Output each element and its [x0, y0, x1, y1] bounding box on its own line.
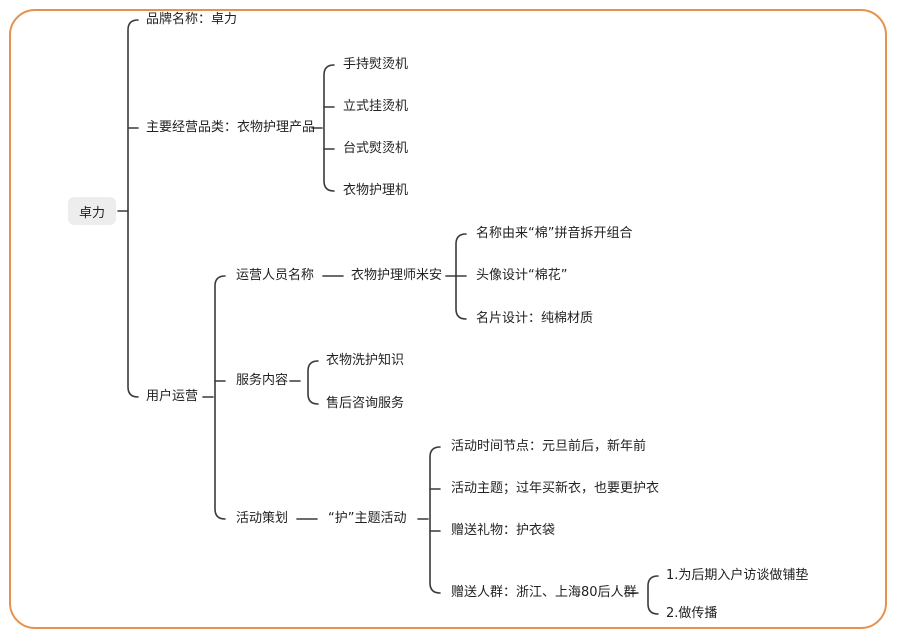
node-category-4: 衣物护理机 — [343, 183, 409, 198]
node-brand: 品牌名称：卓力 — [146, 12, 238, 27]
node-activity-1: 活动时间节点：元旦前后，新年前 — [451, 439, 647, 454]
node-staff-value: 衣物护理师米安 — [351, 268, 443, 283]
node-staff-detail-3: 名片设计：纯棉材质 — [476, 311, 594, 326]
node-staff-name: 运营人员名称 — [236, 268, 315, 283]
node-activity-2: 活动主题；过年买新衣，也要更护衣 — [451, 481, 660, 496]
mindmap-frame — [9, 9, 887, 629]
node-crowd-2: 2.做传播 — [666, 606, 718, 621]
node-activity: 活动策划 — [236, 511, 289, 526]
node-category: 主要经营品类：衣物护理产品 — [146, 120, 316, 135]
node-staff-detail-1: 名称由来“棉”拼音拆开组合 — [476, 226, 633, 241]
node-activity-3: 赠送礼物：护衣袋 — [451, 523, 556, 538]
root-node: 卓力 — [68, 197, 116, 225]
node-category-2: 立式挂烫机 — [343, 99, 409, 114]
node-crowd: 赠送人群：浙江、上海80后人群 — [451, 585, 637, 600]
node-service-1: 衣物洗护知识 — [326, 353, 405, 368]
node-category-1: 手持熨烫机 — [343, 57, 409, 72]
node-activity-theme: “护”主题活动 — [328, 511, 407, 526]
node-service: 服务内容 — [236, 373, 289, 388]
node-crowd-1: 1.为后期入户访谈做铺垫 — [666, 568, 809, 583]
node-user-ops: 用户运营 — [146, 389, 199, 404]
node-staff-detail-2: 头像设计“棉花” — [476, 268, 568, 283]
node-category-3: 台式熨烫机 — [343, 141, 409, 156]
node-service-2: 售后咨询服务 — [326, 396, 405, 411]
